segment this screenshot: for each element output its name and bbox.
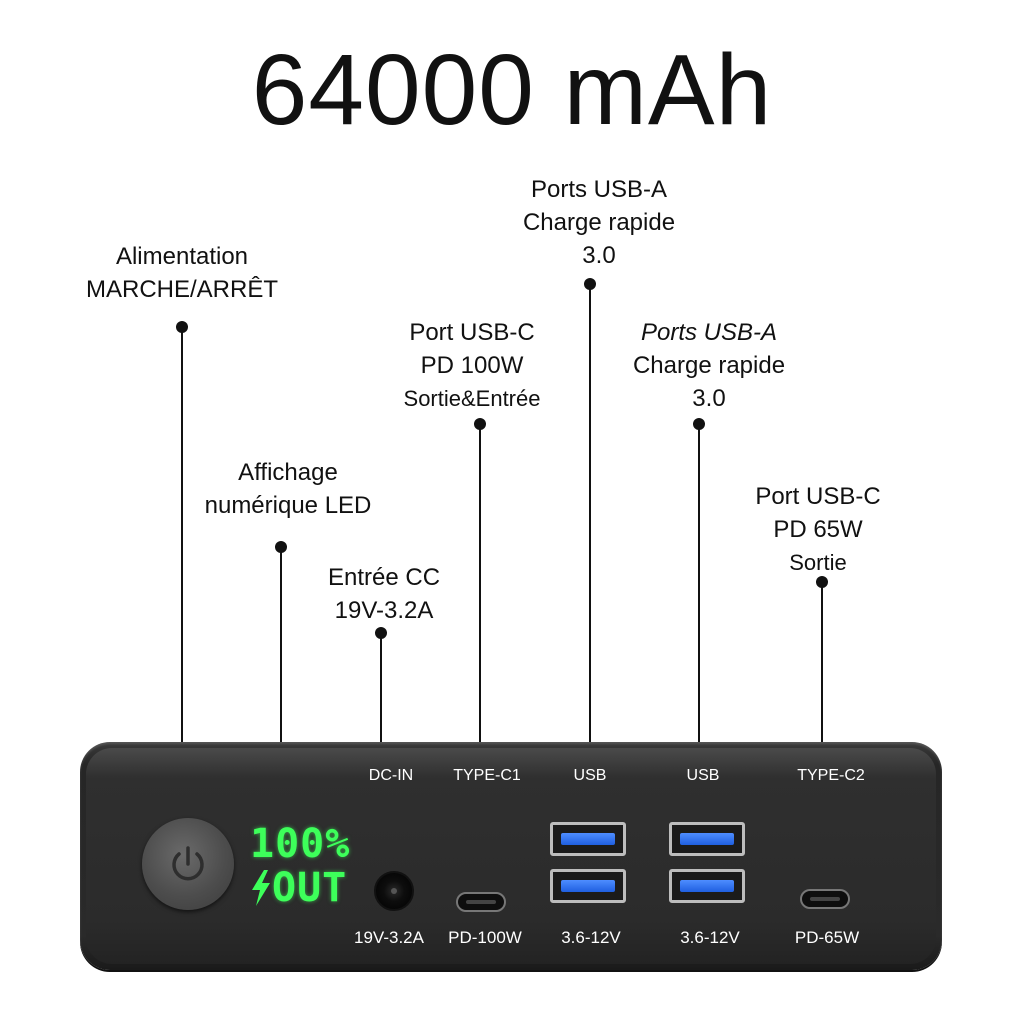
leader-line-power [181,327,183,745]
lightning-bolt-icon [252,870,270,906]
power-button[interactable] [142,818,234,910]
callout-usbc2-line1: Port USB-C [755,483,881,510]
usb-a-port-1[interactable] [550,822,626,856]
port-label-dc-in: DC-IN [368,767,414,784]
callout-usbc2: Port USB-C PD 65W Sortie [755,480,880,579]
callout-display-line1: Affichage [238,459,338,486]
callout-display: Affichage numérique LED [205,456,372,522]
callout-display-line2: numérique LED [204,492,372,519]
usb-a-port-4[interactable] [669,869,745,903]
port-label-type-c1: TYPE-C1 [453,767,521,784]
leader-line-display [280,547,282,745]
callout-usba1: Ports USB-A Charge rapide 3.0 [523,173,675,272]
leader-line-usba1 [589,284,591,745]
callout-usba2: Ports USB-A Charge rapide 3.0 [633,316,785,415]
port-label-usb-2: USB [686,767,720,784]
dc-in-port[interactable] [374,871,414,911]
port-label-type-c2: TYPE-C2 [797,767,865,784]
usb-a-port-2[interactable] [550,869,626,903]
leader-line-usba2 [698,424,700,745]
port-spec-dc-in: 19V-3.2A [354,928,424,947]
callout-usba2-line1: Ports USB-A [640,319,778,346]
leader-line-dc-in [380,633,382,745]
leader-line-usbc2 [821,582,823,745]
power-icon [172,846,204,881]
callout-usbc1-line1: Port USB-C [409,319,535,346]
callout-power: Alimentation MARCHE/ARRÊT [86,240,278,306]
usb-c1-port[interactable] [456,892,506,912]
callout-usbc2-line3: Sortie [789,550,847,575]
callout-dc-in-line1: Entrée CC [327,564,441,591]
callout-usba1-line1: Ports USB-A [530,176,668,203]
usb-a-port-3[interactable] [669,822,745,856]
callout-usbc1-line2: PD 100W [420,352,524,379]
led-mode: OUT [272,865,348,911]
callout-usbc1-line3: Sortie&Entrée [403,386,541,411]
callout-usba2-line3: 3.0 [692,385,726,412]
callout-power-line2: MARCHE/ARRÊT [85,276,279,303]
leader-line-usbc1 [479,424,481,745]
callout-usbc1: Port USB-C PD 100W Sortie&Entrée [404,316,541,415]
callout-dc-in-line2: 19V-3.2A [334,597,434,624]
callout-usba1-line3: 3.0 [582,242,616,269]
port-spec-type-c2: PD-65W [794,928,860,947]
port-spec-usb-2: 3.6-12V [680,928,740,947]
callout-dc-in: Entrée CC 19V-3.2A [328,561,440,627]
port-spec-usb-1: 3.6-12V [561,928,621,947]
callout-usba2-line2: Charge rapide [632,352,786,379]
port-label-usb-1: USB [573,767,607,784]
led-display: 100% OUT [250,822,350,912]
callout-usba1-line2: Charge rapide [522,209,676,236]
led-mode-row: OUT [250,866,350,910]
capacity-title: 64000 mAh [251,34,773,146]
callout-usbc2-line2: PD 65W [773,516,863,543]
led-percent: 100% [250,821,351,867]
port-spec-type-c1: PD-100W [448,928,522,947]
usb-c2-port[interactable] [800,889,850,909]
callout-power-line1: Alimentation [115,243,249,270]
